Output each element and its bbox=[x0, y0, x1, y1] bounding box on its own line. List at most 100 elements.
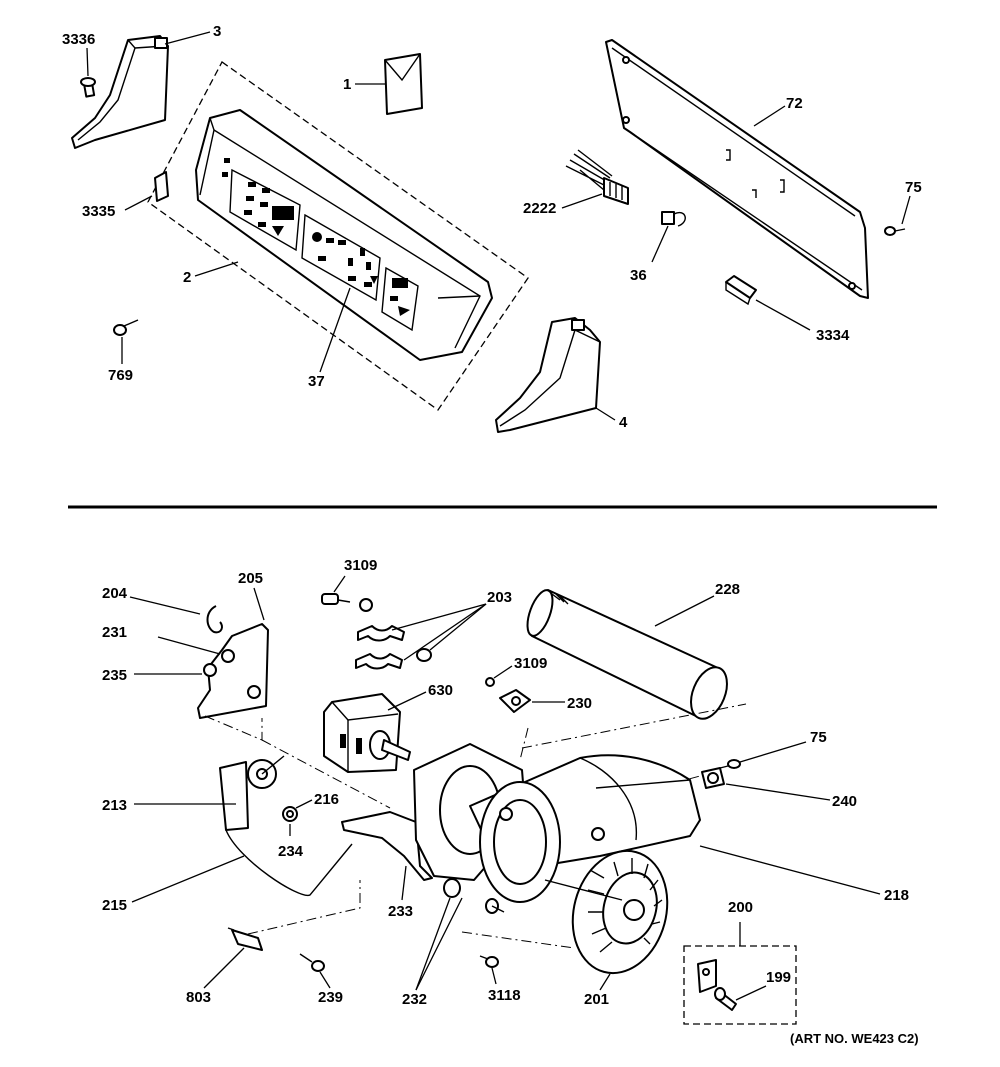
end-cap-left-3 bbox=[71, 35, 169, 149]
leader-2 bbox=[194, 261, 239, 277]
screw-239 bbox=[299, 953, 325, 972]
leader-3109-top bbox=[333, 575, 346, 593]
assembly-line-e bbox=[521, 703, 747, 749]
washers-232 bbox=[443, 878, 505, 914]
callout-1: 1 bbox=[343, 76, 351, 93]
leader-201 bbox=[599, 973, 611, 991]
callout-204: 204 bbox=[102, 585, 128, 602]
leader-3334 bbox=[755, 299, 811, 331]
leader-228 bbox=[654, 595, 715, 627]
assembly-line-d bbox=[461, 931, 575, 949]
callout-2: 2 bbox=[183, 269, 191, 286]
control-panel-console bbox=[195, 109, 493, 361]
leader-803 bbox=[203, 947, 245, 989]
leader-205 bbox=[253, 587, 265, 621]
screw-3109-top bbox=[321, 593, 351, 605]
assembly-line-b bbox=[261, 739, 391, 809]
leader-36 bbox=[651, 225, 669, 263]
callout-203: 203 bbox=[487, 589, 512, 606]
washer-216 bbox=[282, 806, 298, 822]
leader-3335 bbox=[124, 195, 153, 211]
assembly-outline-2 bbox=[147, 61, 529, 411]
callout-201: 201 bbox=[584, 991, 609, 1008]
leader-3109-mid bbox=[493, 665, 513, 679]
callout-240: 240 bbox=[832, 793, 857, 810]
duct-228 bbox=[526, 589, 728, 720]
plate-233 bbox=[341, 811, 433, 881]
sensor-230 bbox=[499, 689, 531, 713]
hose-straps-203 bbox=[355, 598, 432, 670]
bracket-205 bbox=[197, 623, 269, 719]
leader-232b bbox=[415, 897, 463, 991]
art-number: (ART NO. WE423 C2) bbox=[790, 1031, 919, 1046]
callout-239: 239 bbox=[318, 989, 343, 1006]
label-envelope-1 bbox=[384, 53, 423, 115]
leader-75-bottom bbox=[739, 741, 807, 763]
callout-37: 37 bbox=[308, 373, 325, 390]
callout-205: 205 bbox=[238, 570, 263, 587]
screw-235 bbox=[203, 663, 217, 677]
leader-4 bbox=[595, 407, 616, 421]
assembly-line-f bbox=[519, 727, 529, 761]
terminal-block-3334 bbox=[725, 275, 757, 306]
leader-203c bbox=[429, 603, 487, 651]
callout-232: 232 bbox=[402, 991, 427, 1008]
callout-230: 230 bbox=[567, 695, 592, 712]
assembly-line-a bbox=[204, 715, 263, 741]
callout-215: 215 bbox=[102, 897, 127, 914]
leader-239 bbox=[319, 971, 331, 989]
callout-3335: 3335 bbox=[82, 203, 115, 220]
callout-2222: 2222 bbox=[523, 200, 556, 217]
leader-203a bbox=[391, 603, 487, 631]
blower-wheel-201 bbox=[544, 849, 669, 975]
leader-204 bbox=[129, 596, 201, 615]
leader-216 bbox=[295, 799, 313, 809]
callout-3336: 3336 bbox=[62, 31, 95, 48]
callout-3334: 3334 bbox=[816, 327, 850, 344]
leader-203b bbox=[403, 603, 487, 661]
assembly-line-c bbox=[247, 880, 361, 935]
callout-234: 234 bbox=[278, 843, 304, 860]
callout-235: 235 bbox=[102, 667, 127, 684]
callout-3109-top: 3109 bbox=[344, 557, 377, 574]
bracket-199-assembly bbox=[697, 959, 737, 1011]
callout-218: 218 bbox=[884, 887, 909, 904]
callout-630: 630 bbox=[428, 682, 453, 699]
screw-75-top bbox=[884, 226, 906, 236]
leader-218 bbox=[699, 845, 881, 895]
callout-4: 4 bbox=[619, 414, 628, 431]
screw-3109-mid bbox=[485, 677, 495, 687]
screw-3118 bbox=[479, 955, 499, 968]
leader-233 bbox=[401, 865, 407, 901]
screw-231 bbox=[221, 649, 235, 663]
thermostat-240 bbox=[701, 767, 725, 789]
callout-75-top: 75 bbox=[905, 179, 922, 196]
end-cap-right-4 bbox=[495, 317, 601, 433]
callout-75-bottom: 75 bbox=[810, 729, 827, 746]
back-panel-72 bbox=[605, 39, 869, 299]
leader-231 bbox=[157, 636, 221, 655]
leader-37 bbox=[319, 287, 351, 373]
screw-75-bottom bbox=[719, 759, 741, 769]
leader-2222 bbox=[561, 193, 603, 209]
screw-3336 bbox=[80, 77, 96, 98]
leader-240 bbox=[725, 783, 831, 801]
callout-231: 231 bbox=[102, 624, 127, 641]
screw-769 bbox=[113, 319, 139, 336]
callout-3118: 3118 bbox=[488, 987, 521, 1004]
callout-216: 216 bbox=[314, 791, 339, 808]
callout-803: 803 bbox=[186, 989, 211, 1006]
callout-36: 36 bbox=[630, 267, 647, 284]
callout-3: 3 bbox=[213, 23, 221, 40]
callout-3109-mid: 3109 bbox=[514, 655, 547, 672]
leader-72 bbox=[753, 105, 786, 127]
callout-213: 213 bbox=[102, 797, 127, 814]
leader-215 bbox=[131, 855, 245, 903]
blower-housing-218 bbox=[413, 743, 701, 903]
callout-228: 228 bbox=[715, 581, 740, 598]
motor-630 bbox=[323, 693, 411, 773]
belt-215 bbox=[225, 829, 353, 896]
clip-204 bbox=[206, 605, 223, 634]
wire-harness-2222 bbox=[565, 149, 629, 205]
